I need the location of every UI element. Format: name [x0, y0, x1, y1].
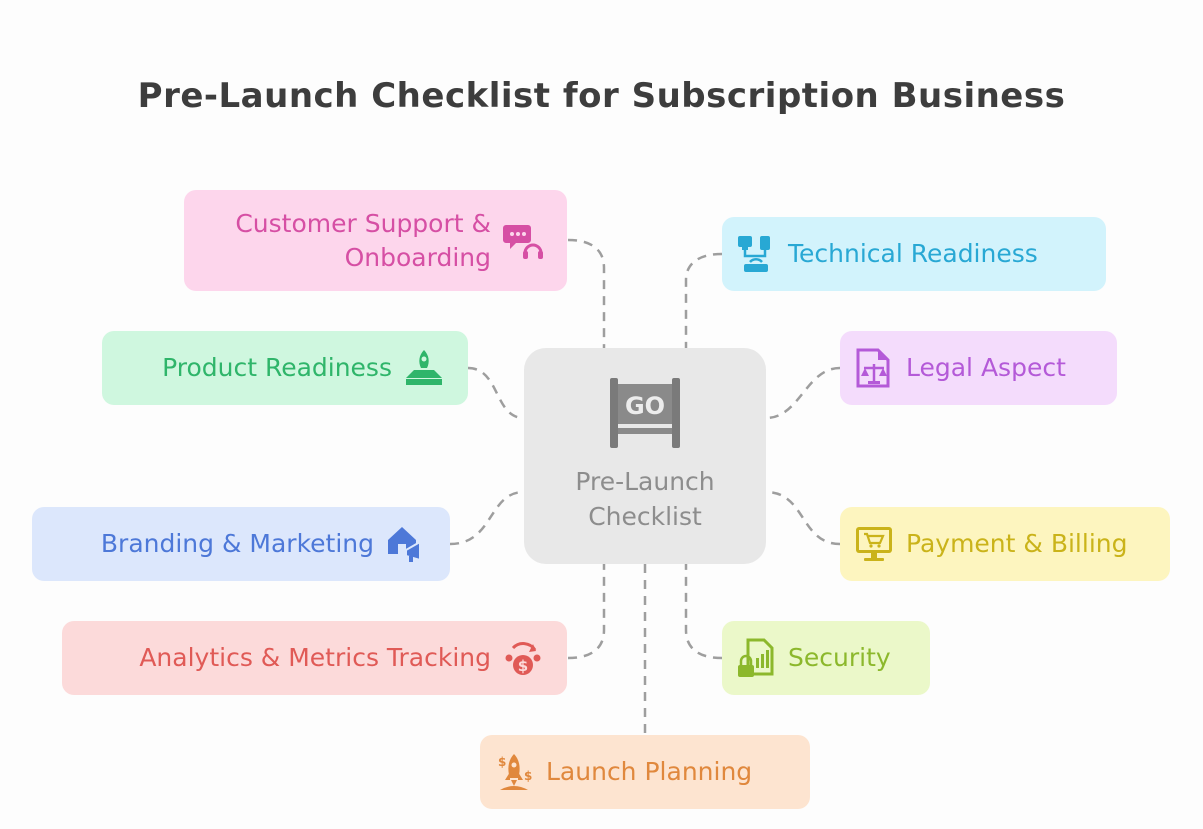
money-cycle-icon: $	[505, 642, 541, 675]
map-pin-rocket-icon	[406, 350, 442, 385]
connector-technical	[684, 252, 723, 348]
connector-support	[567, 238, 606, 348]
node-security-label: Security	[788, 643, 891, 672]
monitor-cart-icon	[856, 527, 892, 561]
central-node: GO Pre-Launch Checklist	[524, 348, 766, 564]
node-analytics-metrics: Analytics & Metrics Tracking $	[62, 621, 567, 695]
connector-security	[684, 564, 723, 660]
node-payment-billing: Payment & Billing	[840, 507, 1170, 581]
node-product-readiness-label: Product Readiness	[162, 353, 392, 382]
node-legal-aspect-label: Legal Aspect	[906, 353, 1066, 382]
node-launch-planning: $ $ Launch Planning	[480, 735, 810, 809]
connector-payment	[765, 490, 841, 546]
svg-text:$: $	[524, 769, 532, 783]
connector-analytics	[567, 564, 606, 660]
central-node-label: Pre-Launch Checklist	[575, 467, 715, 531]
network-icon	[738, 236, 770, 272]
connector-legal	[765, 366, 841, 420]
go-sign-icon: GO	[610, 378, 680, 448]
chat-headset-icon	[503, 224, 543, 259]
node-customer-support-label: Customer Support & Onboarding	[235, 208, 491, 272]
node-branding-marketing: Branding & Marketing	[32, 507, 450, 581]
node-analytics-metrics-label: Analytics & Metrics Tracking	[139, 643, 491, 672]
node-security: Security	[722, 621, 930, 695]
svg-text:$: $	[498, 755, 506, 769]
node-product-readiness: Product Readiness	[102, 331, 468, 405]
document-scales-icon	[856, 348, 890, 388]
diagram-title: Pre-Launch Checklist for Subscription Bu…	[137, 76, 1066, 116]
house-megaphone-icon	[388, 527, 421, 562]
node-customer-support: Customer Support & Onboarding	[184, 190, 567, 291]
node-branding-marketing-label: Branding & Marketing	[100, 529, 374, 558]
node-legal-aspect: Legal Aspect	[840, 331, 1117, 405]
connector-branding	[449, 490, 525, 546]
node-launch-planning-label: Launch Planning	[546, 757, 753, 786]
node-technical-readiness-label: Technical Readiness	[788, 239, 1038, 268]
node-technical-readiness: Technical Readiness	[722, 217, 1106, 291]
svg-text:GO: GO	[625, 392, 665, 420]
svg-text:$: $	[518, 657, 528, 675]
connector-product	[467, 366, 525, 420]
rocket-dollar-icon: $ $	[498, 754, 532, 790]
lock-chart-icon	[738, 638, 774, 677]
node-payment-billing-label: Payment & Billing	[906, 529, 1128, 558]
